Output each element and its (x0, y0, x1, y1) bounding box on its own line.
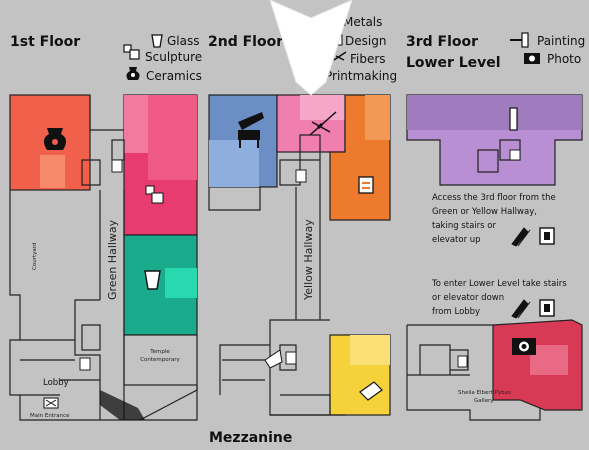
second-floor-legend: Metals Design Fibers Printmaking (325, 15, 397, 83)
elevator-down-icon (539, 299, 555, 317)
photo-icon (524, 53, 540, 64)
sculpture-gallery (123, 94, 198, 236)
metals-gallery (276, 94, 346, 153)
gallery-label-line2: Gallery (474, 398, 494, 404)
first-floor-stair-ramp (100, 390, 145, 420)
second-floor-plan: 2nd Floor Metals Design Fibers Printmaki… (208, 0, 397, 416)
first-floor-legend: Glass Sculpture Ceramics (123, 34, 202, 83)
main-entrance-marker (43, 397, 59, 409)
first-floor-title: 1st Floor (10, 34, 80, 50)
metals-room-icon (309, 111, 337, 136)
lower-info-line3: from Lobby (432, 307, 480, 317)
stairs-down-icon (511, 299, 531, 319)
fibers-gallery (329, 94, 391, 221)
third-floor-plan: 3rd Floor Lower Level Painting Photo (406, 32, 585, 421)
temple-label-line2: Contemporary (140, 357, 180, 363)
design-room-icon (238, 112, 264, 148)
courtyard-label: Courtyard (32, 243, 38, 270)
lower-level-plan: Sheila Elbert Pybus Gallery (406, 319, 583, 421)
temple-label-line1: Temple (149, 349, 170, 355)
lower-level-info: To enter Lower Level take stairs or elev… (431, 279, 567, 319)
painting-gallery (406, 94, 583, 186)
second-floor-title: 2nd Floor (208, 34, 283, 50)
gallery-label-line1: Sheila Elbert Pybus (458, 390, 511, 396)
legend-fibers: Fibers (350, 52, 386, 66)
lobby-label: Lobby (43, 378, 69, 388)
legend-metals: Metals (343, 15, 382, 29)
third-floor-legend: Painting Photo (510, 32, 585, 66)
third-floor-title: 3rd Floor (406, 34, 478, 50)
legend-glass: Glass (167, 34, 200, 48)
legend-design: Design (345, 34, 386, 48)
glass-room-icon (144, 270, 161, 290)
printmaking-gallery (329, 334, 391, 416)
ceramics-icon (126, 67, 140, 80)
legend-painting: Painting (537, 34, 585, 48)
access-info-line3: taking stairs or (432, 221, 496, 231)
stairs-icon (511, 227, 531, 247)
access-info-line2: Green or Yellow Hallway, (432, 207, 537, 217)
temple-contemporary: Temple Contemporary (123, 334, 198, 386)
mezzanine-label: Mezzanine (209, 430, 292, 446)
main-entrance-label: Main Entrance (30, 413, 70, 419)
location-pointer-icon[interactable] (269, 0, 353, 96)
photo-gallery (492, 319, 583, 411)
glass-icon (151, 34, 163, 48)
sculpture-room-icon (145, 185, 164, 204)
fibers-room-icon (358, 176, 374, 194)
legend-printmaking: Printmaking (325, 69, 397, 83)
glass-gallery (123, 234, 198, 336)
fibers-icon (333, 51, 347, 61)
painting-icon (510, 32, 529, 48)
design-gallery (208, 94, 278, 188)
lower-info-line2: or elevator down (432, 293, 504, 303)
painting-room-icon (509, 107, 518, 131)
access-info: Access the 3rd floor from the Green or Y… (432, 193, 556, 247)
lower-level-title: Lower Level (406, 55, 501, 71)
printmaking-room-icon (359, 381, 383, 401)
ceramics-room-icon (43, 128, 67, 150)
photo-room-icon (512, 338, 536, 355)
first-floor-plan: 1st Floor Glass Sculpture Ceramics (9, 34, 202, 421)
sculpture-icon (123, 44, 140, 60)
mezzanine-tool-icon (264, 349, 283, 369)
yellow-hallway-label: Yellow Hallway (302, 219, 315, 301)
legend-sculpture: Sculpture (145, 50, 202, 64)
green-hallway-label: Green Hallway (106, 219, 119, 300)
access-info-line1: Access the 3rd floor from the (432, 193, 556, 203)
legend-photo: Photo (547, 52, 581, 66)
lower-info-line1: To enter Lower Level take stairs (431, 279, 567, 289)
ceramics-gallery (9, 94, 91, 191)
legend-ceramics: Ceramics (146, 69, 202, 83)
access-info-line4: elevator up (432, 235, 481, 245)
elevator-icon (539, 227, 555, 245)
